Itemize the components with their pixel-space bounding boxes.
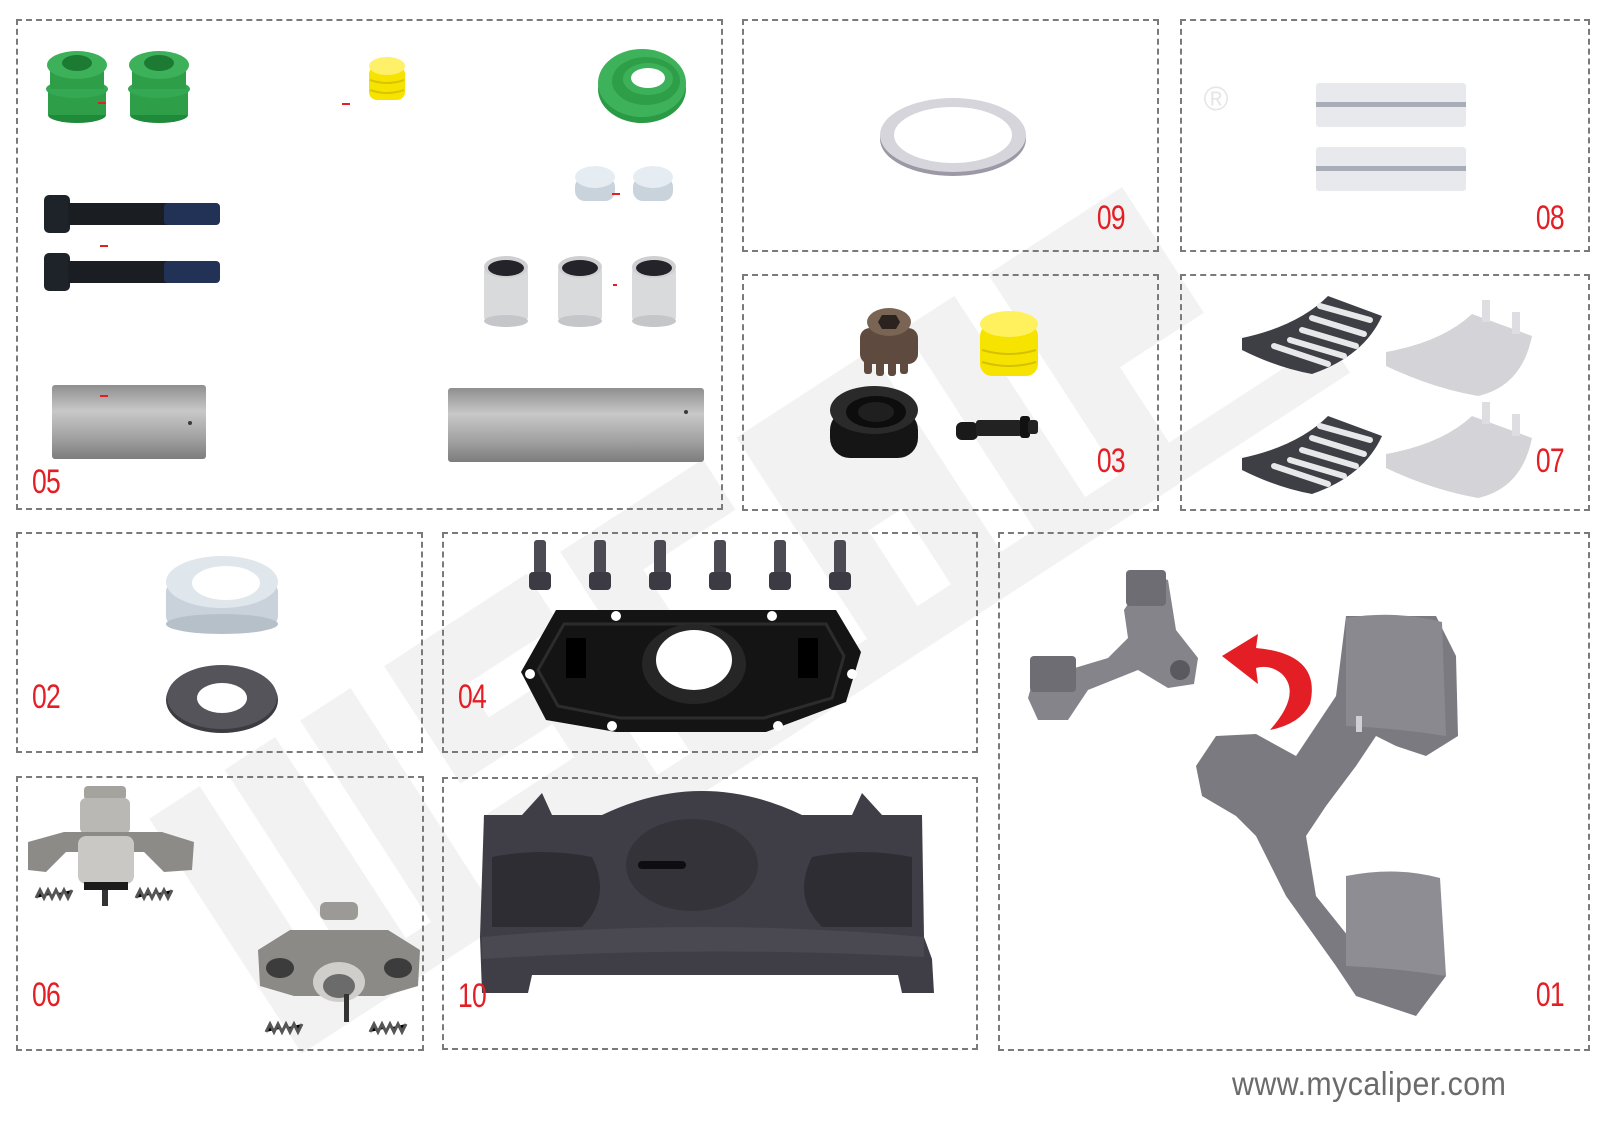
needle-cage-icon (1242, 296, 1382, 374)
pressure-plate-icon (480, 791, 934, 993)
cap-screw-icon (649, 540, 671, 590)
panel-label: 03 (1097, 442, 1126, 480)
panel-10: 10 (442, 777, 978, 1050)
panel-01: 01 (998, 532, 1590, 1051)
shaft-seal-icon (830, 386, 918, 458)
bearing-shell-icon (1386, 300, 1532, 396)
bushing-icon (558, 256, 602, 327)
brake-lever-small-icon (1028, 570, 1198, 720)
guide-sleeve-icon (448, 388, 704, 462)
panel-label: 05 (32, 463, 61, 501)
yellow-cap-icon (369, 57, 405, 100)
thrust-ring-icon (880, 98, 1026, 176)
adjuster-mechanism-icon (258, 902, 420, 1036)
metal-cap-icon (633, 166, 673, 201)
panel-label: 07 (1536, 442, 1565, 480)
metal-cap-icon (575, 166, 615, 201)
panel-06: 06 (16, 776, 424, 1051)
panel-07: 07 (1180, 274, 1590, 511)
adjuster-mechanism-icon (28, 786, 194, 906)
panel-08: 08 (1180, 19, 1590, 252)
panel-09: 09 (742, 19, 1159, 252)
cap-screw-icon (829, 540, 851, 590)
panel-02: 02 (16, 532, 423, 753)
panel-05: 05 (16, 19, 723, 510)
guide-sleeve-icon (52, 385, 206, 459)
adjuster-pin-icon (956, 416, 1038, 440)
marker-tick (612, 193, 620, 195)
panel-label: 08 (1536, 199, 1565, 237)
cap-screw-icon (709, 540, 731, 590)
gear-icon (860, 308, 918, 376)
panel-label: 02 (32, 678, 61, 716)
roller-pin-icon (1316, 147, 1466, 191)
rubber-washer-icon (166, 665, 278, 733)
yellow-cap-icon (980, 311, 1038, 376)
needle-cage-icon (1242, 416, 1382, 494)
cap-screw-icon (769, 540, 791, 590)
panel-label: 09 (1097, 199, 1126, 237)
dust-boot-icon (128, 51, 190, 123)
bearing-shell-icon (1386, 402, 1532, 498)
bolt-icon (44, 253, 220, 291)
panel-04: 04 (442, 532, 978, 753)
panel-label: 06 (32, 976, 61, 1014)
marker-tick (98, 102, 106, 104)
footer-website-link[interactable]: www.mycaliper.com (1232, 1065, 1507, 1102)
cap-screw-icon (589, 540, 611, 590)
cover-plate-icon (521, 610, 861, 732)
cap-screw-icon (529, 540, 551, 590)
screw-row (528, 540, 852, 592)
dust-boot-icon (46, 51, 108, 123)
panel-label: 10 (458, 977, 487, 1015)
seal-ring-icon (598, 49, 686, 123)
panel-label: 01 (1536, 976, 1565, 1014)
marker-tick (100, 245, 108, 247)
bushing-icon (484, 256, 528, 327)
roller-pin-icon (1316, 83, 1466, 127)
bushing-icon (632, 256, 676, 327)
seal-cap-icon (166, 556, 278, 634)
marker-tick (613, 284, 617, 286)
panel-03: 03 (742, 274, 1159, 511)
brake-lever-large-icon (1196, 614, 1458, 1016)
bolt-icon (44, 195, 220, 233)
marker-tick (100, 395, 108, 397)
panel-label: 04 (458, 678, 487, 716)
marker-tick (342, 103, 350, 105)
